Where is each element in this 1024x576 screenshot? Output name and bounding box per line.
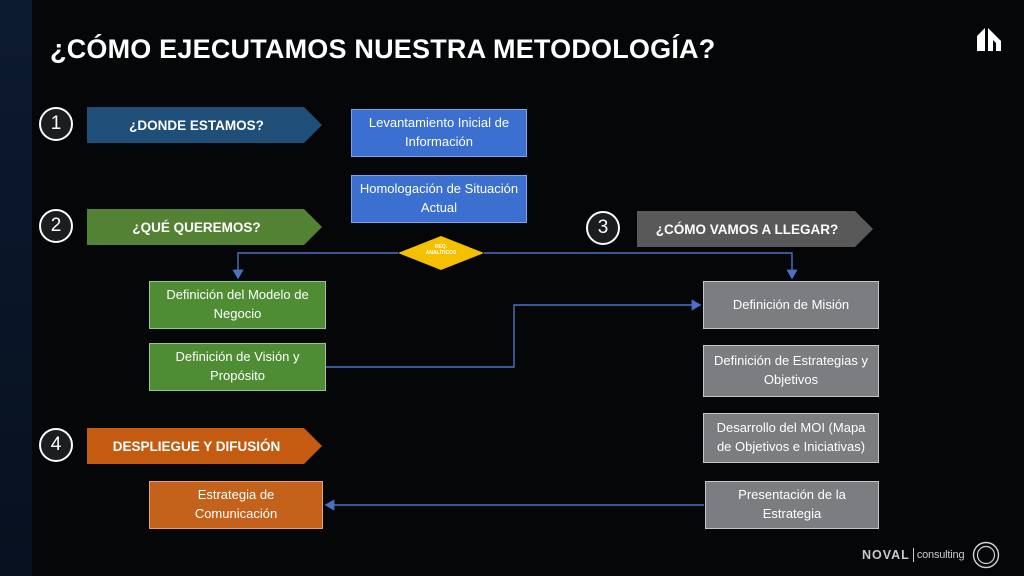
decision-label: REQ. ANALÍTICOS: [412, 244, 470, 256]
step-arrow-donde-estamos: ¿DONDE ESTAMOS?: [87, 107, 322, 143]
decision-diamond: [398, 236, 484, 270]
box-definicion-mision: Definición de Misión: [703, 281, 879, 329]
connector-decision-to-mision: [484, 252, 798, 280]
box-estrategia-comunicacion: Estrategia de Comunicación: [149, 481, 323, 529]
step-arrow-como-vamos-a-llegar: ¿CÓMO VAMOS A LLEGAR?: [637, 211, 873, 247]
step-arrow-despliegue-difusion: DESPLIEGUE Y DIFUSIÓN: [87, 428, 322, 464]
box-presentacion-estrategia: Presentación de la Estrategia: [705, 481, 879, 529]
brand-ring-icon: [972, 541, 1000, 569]
box-estrategias-objetivos: Definición de Estrategias y Objetivos: [703, 345, 879, 397]
box-vision-proposito: Definición de Visión y Propósito: [149, 343, 326, 391]
connector-vision-to-mision: [326, 299, 702, 368]
decision-label-line1: REQ.: [434, 244, 448, 250]
box-desarrollo-moi: Desarrollo del MOI (Mapa de Objetivos e …: [703, 413, 879, 463]
step-number-3: 3: [586, 211, 620, 245]
box-levantamiento-inicial: Levantamiento Inicial de Información: [351, 109, 527, 157]
box-modelo-negocio: Definición del Modelo de Negocio: [149, 281, 326, 329]
step-number-2: 2: [39, 209, 73, 243]
step-number-1: 1: [39, 107, 73, 141]
step-arrow-que-queremos: ¿QUÉ QUEREMOS?: [87, 209, 322, 245]
footer-brand-suffix: consulting: [916, 549, 965, 561]
decision-label-line2: ANALÍTICOS: [425, 249, 457, 256]
left-accent-strip: [0, 0, 32, 576]
footer-separator: [912, 548, 914, 562]
brand-logo-icon: [977, 28, 1001, 51]
footer-brand: NOVAL consulting: [862, 548, 965, 562]
page-title: ¿CÓMO EJECUTAMOS NUESTRA METODOLOGÍA?: [50, 34, 716, 64]
footer-brand-name: NOVAL: [862, 548, 910, 562]
step-number-4: 4: [39, 428, 73, 462]
connector-decision-to-modelo: [232, 252, 398, 280]
box-homologacion: Homologación de Situación Actual: [351, 175, 527, 223]
